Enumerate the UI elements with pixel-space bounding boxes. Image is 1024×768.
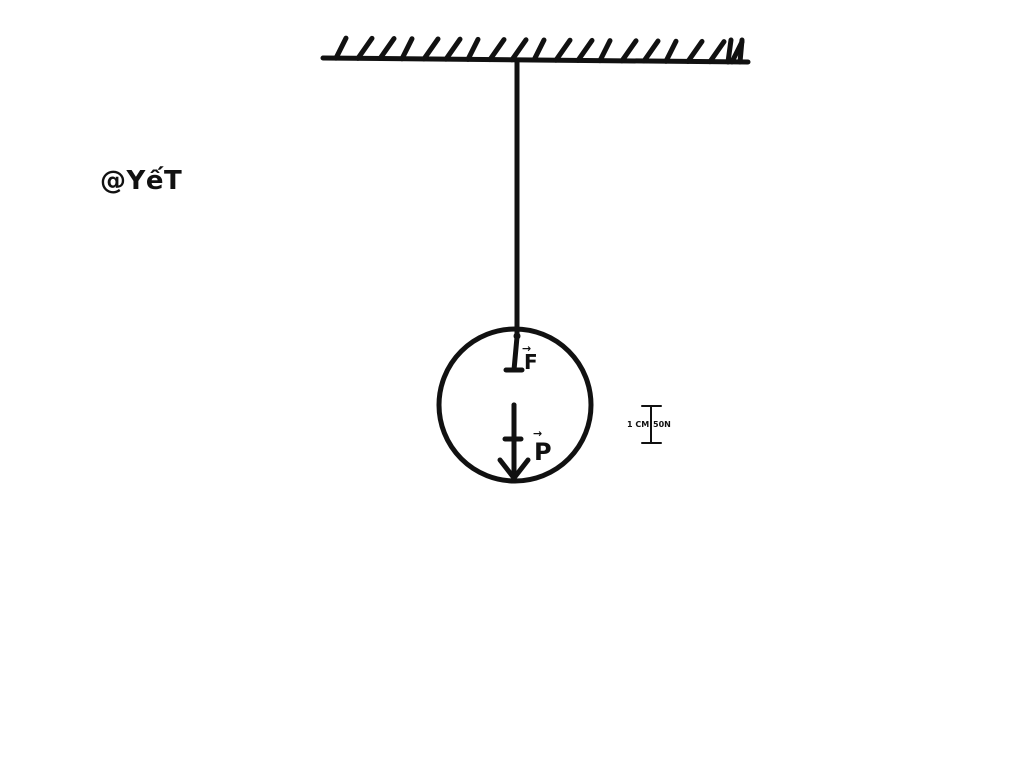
hatch-stroke [597,38,613,64]
hatch-stroke [465,36,481,62]
label-P: → P [533,427,552,466]
ceiling-support [320,35,751,65]
hatch-stroke [553,37,573,63]
hatch-stroke [737,37,745,65]
scale-force-label: 50N [653,420,671,429]
hatch-stroke [531,37,547,63]
author-tag: @YếT [100,166,183,196]
hatch-stroke [707,39,727,65]
arrow-mark-P: → [533,427,542,440]
arrow-mark-F: → [522,342,531,355]
hatch-stroke [355,35,375,61]
scale-length-label: 1 CM [627,420,649,429]
weight-label: P [534,438,552,466]
hatch-stroke [641,38,661,64]
hatch-stroke [725,37,734,65]
scale-indicator [641,405,662,444]
hatch-stroke [333,35,349,61]
hanging-ball [436,326,594,484]
hatch-stroke [619,38,639,64]
hatch-stroke [663,38,679,64]
hatch-stroke [399,36,415,62]
hatch-stroke [685,38,705,64]
hatch-stroke [421,36,441,62]
hatch-stroke [443,36,463,62]
hatch-stroke [487,37,507,63]
tension-vector-F [503,334,525,373]
hatch-stroke [575,37,595,63]
ceiling-hatching [333,35,745,65]
weight-arrowhead [497,457,531,481]
hatch-stroke [377,36,397,62]
hatch-stroke [509,37,529,63]
weight-vector-P [497,402,531,481]
tension-label: F [524,350,538,374]
label-F: → F [522,342,538,374]
